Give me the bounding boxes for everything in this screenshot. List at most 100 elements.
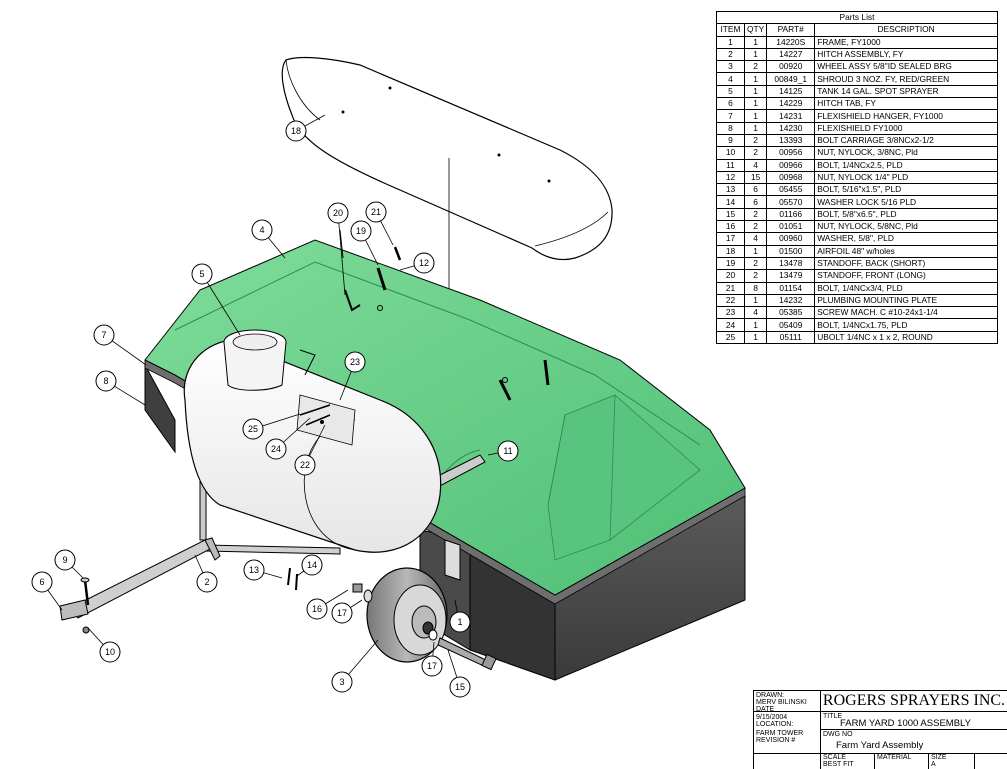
- item-part-number: 14232: [766, 293, 816, 308]
- item-qty: 2: [743, 207, 768, 222]
- svg-text:4: 4: [259, 225, 264, 235]
- balloon-25: 25: [242, 418, 264, 440]
- revision-label: REVISION #: [756, 737, 796, 744]
- item-number: 19: [716, 256, 745, 271]
- date-value: 9/15/2004: [756, 714, 788, 721]
- item-part-number: 14125: [766, 84, 816, 99]
- hardware-parts: [80, 229, 438, 641]
- svg-text:10: 10: [105, 647, 115, 657]
- item-description: FLEXISHIELD FY1000: [814, 121, 998, 135]
- item-description: FLEXISHIELD HANGER, FY1000: [814, 109, 998, 123]
- svg-text:25: 25: [248, 424, 258, 434]
- item-number: 17: [716, 232, 745, 246]
- header-description: DESCRIPTION: [814, 23, 998, 37]
- item-description: WHEEL ASSY 5/8"ID SEALED BRG: [814, 60, 998, 74]
- item-qty: 6: [743, 183, 768, 197]
- balloon-16: 16: [306, 598, 328, 620]
- item-qty: 15: [743, 170, 768, 185]
- item-part-number: 05111: [766, 330, 816, 345]
- item-description: FRAME, FY1000: [814, 35, 998, 49]
- balloon-11: 11: [497, 440, 519, 462]
- scale-value: BEST FIT: [823, 761, 854, 768]
- svg-text:6: 6: [39, 577, 44, 587]
- svg-text:16: 16: [312, 604, 322, 614]
- item-part-number: 00956: [766, 146, 816, 160]
- date-label: DATE: [756, 706, 775, 713]
- item-description: BOLT, 5/8"x6.5", PLD: [814, 207, 998, 222]
- material-label: MATERIAL: [877, 754, 912, 761]
- balloon-14: 14: [301, 554, 323, 576]
- header-qty: QTY: [743, 23, 768, 37]
- item-qty: 1: [743, 97, 768, 111]
- item-qty: 1: [743, 109, 768, 123]
- item-description: STANDOFF, BACK (SHORT): [814, 256, 998, 271]
- svg-text:9: 9: [62, 555, 67, 565]
- item-part-number: 01166: [766, 207, 816, 222]
- svg-text:11: 11: [503, 446, 512, 456]
- balloon-7: 7: [93, 324, 115, 346]
- item-part-number: 00920: [766, 60, 816, 74]
- svg-text:22: 22: [300, 460, 310, 470]
- size-label: SIZE: [931, 754, 947, 761]
- svg-text:7: 7: [101, 330, 106, 340]
- item-description: WASHER LOCK 5/16 PLD: [814, 195, 998, 209]
- tank-part: [183, 329, 442, 553]
- company-name: ROGERS SPRAYERS INC.: [822, 692, 1006, 709]
- balloon-3: 3: [331, 671, 353, 693]
- svg-text:20: 20: [333, 208, 343, 218]
- svg-text:24: 24: [271, 444, 281, 454]
- item-part-number: 00960: [766, 232, 816, 246]
- item-description: BOLT, 1/4NCx2.5, PLD: [814, 158, 998, 172]
- item-part-number: 14231: [766, 109, 816, 123]
- svg-text:5: 5: [199, 269, 204, 279]
- svg-text:2: 2: [204, 577, 209, 587]
- item-part-number: 13478: [766, 256, 816, 271]
- location-label: LOCATION:: [756, 721, 794, 728]
- title-block: DRAWN: MERV BILINSKI DATE 9/15/2004 LOCA…: [753, 690, 1007, 769]
- item-description: NUT, NYLOCK, 5/8NC, Pld: [814, 220, 998, 234]
- svg-text:23: 23: [350, 357, 360, 367]
- item-number: 22: [716, 293, 745, 308]
- item-part-number: 14220S: [766, 35, 816, 49]
- header-item: ITEM: [716, 23, 745, 37]
- parts-list-title: Parts List: [716, 10, 998, 25]
- item-part-number: 00966: [766, 158, 816, 172]
- item-number: 15: [716, 207, 745, 222]
- item-part-number: 05409: [766, 318, 816, 332]
- item-part-number: 01154: [766, 281, 816, 295]
- location-value: FARM TOWER: [756, 730, 804, 737]
- balloon-24: 24: [265, 438, 287, 460]
- svg-text:12: 12: [419, 258, 429, 268]
- item-description: NUT, NYLOCK, 3/8NC, Pld: [814, 146, 998, 160]
- item-part-number: 05385: [766, 306, 816, 320]
- balloon-8: 8: [95, 370, 117, 392]
- item-description: PLUMBING MOUNTING PLATE: [814, 293, 998, 308]
- item-number: 14: [716, 195, 745, 209]
- balloon-15: 15: [449, 676, 471, 698]
- item-number: 24: [716, 318, 745, 332]
- item-number: 1: [716, 35, 745, 49]
- item-number: 20: [716, 269, 745, 283]
- item-number: 6: [716, 97, 745, 111]
- item-part-number: 14229: [766, 97, 816, 111]
- item-description: BOLT, 5/16"x1.5", PLD: [814, 183, 998, 197]
- item-description: HITCH TAB, FY: [814, 97, 998, 111]
- item-qty: 1: [743, 330, 768, 345]
- item-number: 3: [716, 60, 745, 74]
